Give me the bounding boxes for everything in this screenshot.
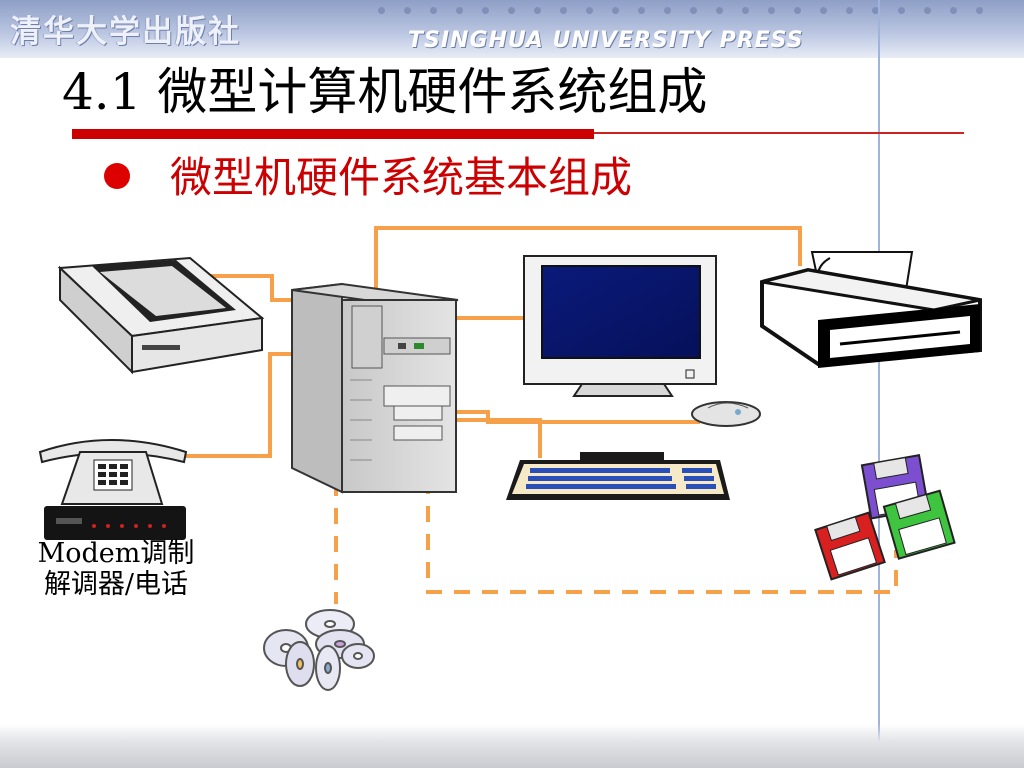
modem-label: Modem调制 解调器/电话 xyxy=(18,538,214,600)
header-dot xyxy=(560,7,567,14)
bullet-dot xyxy=(104,163,130,189)
computer-tower-icon xyxy=(291,282,459,494)
modem-label-line2: 解调器/电话 xyxy=(43,569,189,600)
telephone-modem-icon xyxy=(38,439,188,540)
slide-title: 4.1 微型计算机硬件系统组成 xyxy=(62,63,708,121)
cd-discs-icon xyxy=(263,609,375,691)
header-dot xyxy=(950,7,957,14)
connection-lines xyxy=(186,226,802,458)
scanner-icon xyxy=(57,256,265,375)
header-dot xyxy=(976,7,983,14)
modem-label-line1: Modem调制 xyxy=(37,538,195,569)
cable-scanner xyxy=(196,274,292,302)
header-dot xyxy=(716,7,723,14)
floppy-disks-icon xyxy=(814,454,956,581)
publisher-logo-cn: 清华大学出版社 xyxy=(10,14,241,50)
title-underline xyxy=(72,129,594,139)
header-dot xyxy=(820,7,827,14)
header-dot xyxy=(794,7,801,14)
title-underline-thin xyxy=(594,132,964,134)
header-dot xyxy=(378,7,385,14)
header-dot xyxy=(898,7,905,14)
cable-keyboard xyxy=(456,418,542,458)
printer-icon xyxy=(760,251,982,368)
header-dot xyxy=(404,7,411,14)
header-dot xyxy=(872,7,879,14)
floppy-link xyxy=(426,422,898,594)
header-dot xyxy=(664,7,671,14)
floppy-red xyxy=(814,511,886,581)
header-dot xyxy=(586,7,593,14)
publisher-logo-en: TSINGHUA UNIVERSITY PRESS xyxy=(408,28,804,53)
header-dot xyxy=(534,7,541,14)
floppy-green xyxy=(882,489,956,560)
header-dot xyxy=(690,7,697,14)
header-dot xyxy=(482,7,489,14)
header-dot xyxy=(638,7,645,14)
mouse-icon xyxy=(691,401,761,427)
cable-phone xyxy=(186,352,292,458)
header-dot xyxy=(846,7,853,14)
header-dot xyxy=(456,7,463,14)
header-dot xyxy=(508,7,515,14)
keyboard-icon xyxy=(506,452,730,500)
footer-band xyxy=(0,724,1024,768)
cable-monitor xyxy=(374,226,802,290)
slide-subtitle: 微型机硬件系统基本组成 xyxy=(170,153,633,202)
header-dot xyxy=(924,7,931,14)
header-dot xyxy=(430,7,437,14)
cable-mouse xyxy=(456,410,700,424)
header-dot xyxy=(768,7,775,14)
monitor-icon xyxy=(523,255,717,397)
header-dot xyxy=(612,7,619,14)
header-dot xyxy=(742,7,749,14)
right-guide-rule xyxy=(878,0,880,768)
